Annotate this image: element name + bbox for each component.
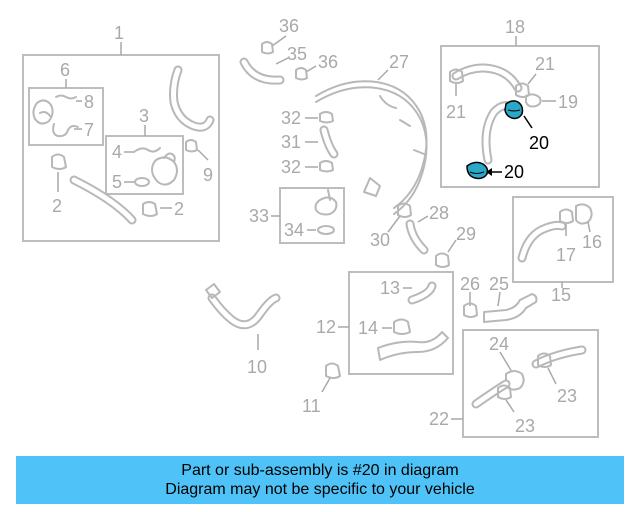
part-5-oring bbox=[134, 177, 150, 187]
callout-31: 31 bbox=[281, 132, 301, 152]
part-21-clamp-a bbox=[449, 68, 464, 84]
part-30-clamp bbox=[397, 202, 412, 218]
callout-27: 27 bbox=[389, 52, 409, 72]
callout-10: 10 bbox=[247, 357, 267, 377]
callout-22: 22 bbox=[429, 409, 449, 429]
callout-18: 18 bbox=[505, 17, 525, 37]
callout-36a: 36 bbox=[279, 16, 299, 36]
callout-17: 17 bbox=[556, 245, 576, 265]
callout-19: 19 bbox=[558, 92, 578, 112]
part-32-clamp-b bbox=[319, 160, 334, 173]
parts-diagram: 1 6 8 7 3 4 5 2 2 bbox=[22, 16, 614, 438]
callout-1: 1 bbox=[114, 23, 124, 43]
callout-26: 26 bbox=[460, 274, 480, 294]
callout-23a: 23 bbox=[557, 386, 577, 406]
callout-2a: 2 bbox=[52, 196, 62, 216]
part-4-clip bbox=[133, 147, 161, 153]
callout-32b: 32 bbox=[281, 157, 301, 177]
callout-24: 24 bbox=[489, 334, 509, 354]
part-12-pipe bbox=[377, 331, 449, 361]
part-26-clamp bbox=[463, 302, 478, 318]
callout-11: 11 bbox=[302, 396, 321, 416]
callout-20a: 20 bbox=[529, 133, 549, 153]
part-33-sensor bbox=[314, 196, 338, 216]
callout-13: 13 bbox=[380, 278, 400, 298]
part-34-oring bbox=[317, 225, 335, 235]
part-9-clamp bbox=[185, 139, 198, 153]
callout-12: 12 bbox=[316, 317, 336, 337]
upper-middle-parts: 36 35 36 27 32 31 32 33 34 bbox=[239, 16, 476, 268]
callout-20b: 20 bbox=[504, 162, 524, 182]
callout-21b: 21 bbox=[535, 54, 555, 74]
part-36-clamp-a bbox=[261, 41, 274, 55]
part-32-clamp-a bbox=[319, 111, 334, 124]
callout-4: 4 bbox=[112, 142, 122, 162]
callout-9: 9 bbox=[203, 165, 213, 185]
callout-28: 28 bbox=[429, 203, 449, 223]
part-2-clamp-bottom bbox=[142, 201, 158, 217]
part-14-clamp bbox=[393, 318, 411, 335]
part-29-clamp bbox=[435, 252, 450, 268]
callout-23b: 23 bbox=[515, 416, 535, 436]
part-27-bracket bbox=[363, 177, 381, 197]
callout-33: 33 bbox=[249, 206, 269, 226]
info-line-2: Diagram may not be specific to your vehi… bbox=[165, 481, 475, 498]
part-17-clamp bbox=[559, 208, 574, 224]
group-22: 22 24 23 23 bbox=[429, 329, 599, 438]
part-8-clamp bbox=[55, 94, 77, 100]
group-18: 18 21 21 19 20 20 bbox=[440, 17, 600, 188]
group-15: 15 17 16 bbox=[512, 196, 614, 305]
callout-35: 35 bbox=[287, 44, 307, 64]
part-18-lower-hose bbox=[481, 101, 513, 165]
callout-34: 34 bbox=[284, 220, 304, 240]
part-16-fitting bbox=[575, 203, 593, 225]
part-25-pipe bbox=[483, 293, 538, 323]
group-12: 12 13 14 bbox=[316, 271, 454, 375]
info-line-1: Part or sub-assembly is #20 in diagram bbox=[181, 462, 459, 479]
part-2-clamp-top bbox=[51, 153, 67, 170]
callout-30: 30 bbox=[370, 230, 390, 250]
callout-8: 8 bbox=[84, 92, 94, 112]
group-22-box bbox=[462, 329, 599, 438]
callout-29: 29 bbox=[456, 224, 476, 244]
callout-7: 7 bbox=[84, 120, 94, 140]
group-15-box bbox=[512, 196, 614, 283]
callout-16: 16 bbox=[582, 232, 602, 252]
callout-32a: 32 bbox=[281, 108, 301, 128]
group-12-box bbox=[348, 271, 454, 375]
part-7-clip bbox=[52, 123, 79, 138]
part-19-fitting bbox=[525, 93, 542, 108]
callout-21a: 21 bbox=[446, 102, 466, 122]
callout-25: 25 bbox=[489, 274, 509, 294]
lower-middle-parts: 26 25 10 11 bbox=[205, 274, 538, 416]
callout-6: 6 bbox=[60, 60, 70, 80]
callout-2b: 2 bbox=[174, 199, 184, 219]
part-6-fitting bbox=[32, 99, 54, 125]
part-20-clamp-upper[interactable] bbox=[504, 100, 524, 120]
part-3-housing bbox=[151, 156, 178, 186]
part-36-clamp-b bbox=[295, 67, 308, 81]
part-11-bracket bbox=[325, 362, 341, 379]
group-18-box bbox=[440, 45, 600, 188]
callout-5: 5 bbox=[112, 172, 122, 192]
part-10-end bbox=[205, 283, 221, 299]
part-23-clamp-a bbox=[537, 352, 552, 368]
part-20-clamp-lower[interactable] bbox=[466, 161, 489, 180]
callout-15: 15 bbox=[551, 285, 571, 305]
part-27-pipe bbox=[315, 80, 428, 209]
part-1-upper-hose bbox=[169, 65, 215, 132]
group-1: 1 6 8 7 3 4 5 2 2 bbox=[22, 23, 220, 242]
part-23-clamp-b bbox=[497, 384, 512, 400]
callout-14: 14 bbox=[358, 318, 378, 338]
info-banner: Part or sub-assembly is #20 in diagram D… bbox=[16, 456, 624, 504]
callout-3: 3 bbox=[139, 106, 149, 126]
callout-36b: 36 bbox=[318, 52, 338, 72]
